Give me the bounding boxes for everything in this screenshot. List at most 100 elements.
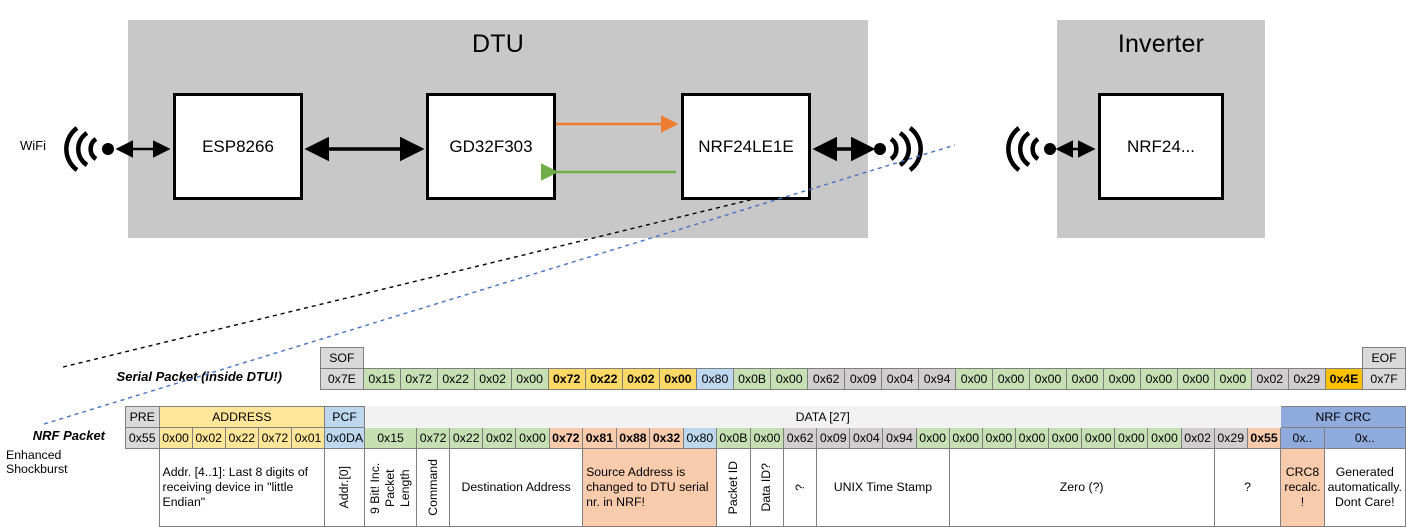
serial-byte-7: 0x02 <box>621 368 660 390</box>
chip-gd32f303[interactable]: GD32F303 <box>426 93 556 200</box>
serial-byte-5: 0x72 <box>547 368 586 390</box>
nrf-byte-17: 0x00 <box>948 427 983 449</box>
nrf-pre-header: PRE <box>125 406 160 428</box>
chip-esp8266-label: ESP8266 <box>202 136 274 156</box>
serial-eof-header: EOF <box>1362 347 1406 369</box>
nrf-byte-21: 0x00 <box>1081 427 1116 449</box>
nrf-byte-11: 0x00 <box>749 427 785 449</box>
annotation-8: ? <box>783 448 818 527</box>
chip-nrf24le1e[interactable]: NRF24LE1E <box>681 93 811 200</box>
nrf-byte-25: 0x29 <box>1213 427 1248 449</box>
serial-byte-13: 0x09 <box>844 368 883 390</box>
serial-byte-4: 0x00 <box>510 368 549 390</box>
nrf-byte-23: 0x00 <box>1147 427 1182 449</box>
nrf-packet-row-label: NRF Packet <box>32 428 105 443</box>
chip-nrf24le1e-label: NRF24LE1E <box>698 136 794 156</box>
nrf-byte-2: 0x22 <box>449 427 484 449</box>
nrf-byte-7: 0x88 <box>615 427 651 449</box>
nrf-byte-9: 0x80 <box>682 427 717 449</box>
nrf-byte-3: 0x02 <box>482 427 517 449</box>
annotation-text: ? <box>792 484 807 491</box>
annotation-11: ? <box>1213 448 1282 527</box>
serial-header-row: SOF EOF <box>320 347 1406 369</box>
annotation-2: 9 Bit! Inc. Packet Length <box>364 448 418 527</box>
serial-header-spacer <box>363 348 1362 369</box>
nrf-address-byte-1: 0x02 <box>191 427 226 449</box>
annotation-6: Packet ID <box>715 448 751 527</box>
serial-byte-21: 0x00 <box>1139 368 1178 390</box>
annotation-text: Addr.[0] <box>337 466 352 509</box>
nrf-crc-header: NRF CRC <box>1280 406 1406 428</box>
nrf-byte-16: 0x00 <box>915 427 950 449</box>
serial-byte-11: 0x00 <box>770 368 809 390</box>
nrf-byte-20: 0x00 <box>1048 427 1083 449</box>
nrf-address-byte-4: 0x01 <box>290 427 326 449</box>
nrf-byte-13: 0x09 <box>816 427 851 449</box>
serial-byte-9: 0x80 <box>696 368 734 390</box>
annotation-5: Source Address is changed to DTU serial … <box>582 448 717 527</box>
serial-byte-18: 0x00 <box>1029 368 1067 390</box>
chip-nrf24[interactable]: NRF24... <box>1098 93 1224 200</box>
annotation-7: Data ID? <box>749 448 785 527</box>
annotation-text: Command <box>425 459 440 516</box>
annotation-text: Data ID? <box>759 463 774 512</box>
nrf-data-header: DATA [27] <box>364 406 1282 428</box>
serial-byte-16: 0x00 <box>955 368 994 390</box>
annotation-3: Command <box>416 448 451 527</box>
annotation-9: UNIX Time Stamp <box>816 448 950 527</box>
serial-byte-15: 0x94 <box>918 368 957 390</box>
nrf-annotation-spacer <box>126 449 160 527</box>
nrf-byte-14: 0x04 <box>849 427 884 449</box>
serial-byte-17: 0x00 <box>992 368 1031 390</box>
nrf-byte-1: 0x72 <box>416 427 451 449</box>
serial-byte-1: 0x72 <box>399 368 438 390</box>
annotation-text: 9 Bit! Inc. Packet Length <box>368 461 413 514</box>
chip-gd32f303-label: GD32F303 <box>449 136 533 156</box>
nrf-crc-byte-0: 0x.. <box>1280 427 1325 449</box>
annotation-12: CRC8 recalc. ! <box>1280 448 1325 527</box>
serial-byte-19: 0x00 <box>1066 368 1104 390</box>
serial-byte-12: 0x62 <box>807 368 846 390</box>
nrf-address-byte-3: 0x72 <box>257 427 293 449</box>
block-diagram: DTU ESP8266 GD32F303 NRF24LE1E Inverter … <box>20 20 1265 238</box>
nrf-packet-sub-label: Enhanced Shockburst <box>6 448 68 476</box>
serial-byte-0: 0x15 <box>362 368 401 390</box>
nrf-byte-15: 0x94 <box>882 427 917 449</box>
nrf-byte-18: 0x00 <box>981 427 1016 449</box>
serial-eof-value: 0x7F <box>1362 368 1406 390</box>
annotation-13: Generated automatically. Dont Care! <box>1323 448 1406 527</box>
annotation-10: Zero (?) <box>948 448 1215 527</box>
serial-byte-6: 0x22 <box>584 368 623 390</box>
nrf-byte-6: 0x81 <box>582 427 617 449</box>
nrf-byte-8: 0x32 <box>649 427 684 449</box>
serial-byte-26: 0x4E <box>1324 368 1364 390</box>
serial-byte-10: 0x0B <box>732 368 772 390</box>
serial-sof-header: SOF <box>320 347 364 369</box>
nrf-pcf-value: 0x0DA <box>324 427 366 449</box>
wifi-label: WiFi <box>20 138 46 153</box>
serial-byte-24: 0x02 <box>1250 368 1289 390</box>
nrf-address-byte-2: 0x22 <box>224 427 259 449</box>
annotation-0: Addr. [4..1]: Last 8 digits of receiving… <box>158 448 326 527</box>
serial-byte-20: 0x00 <box>1102 368 1141 390</box>
nrf-byte-4: 0x00 <box>515 427 550 449</box>
nrf-byte-19: 0x00 <box>1014 427 1050 449</box>
inverter-title: Inverter <box>1117 30 1205 58</box>
serial-byte-25: 0x29 <box>1287 368 1326 390</box>
nrf-byte-10: 0x0B <box>715 427 751 449</box>
dtu-title: DTU <box>472 30 524 58</box>
nrf-pre-value: 0x55 <box>125 427 160 449</box>
serial-byte-3: 0x02 <box>473 368 512 390</box>
serial-packet-row-label: Serial Packet (inside DTU!) <box>116 369 282 384</box>
nrf-byte-12: 0x62 <box>783 427 818 449</box>
nrf-byte-0: 0x15 <box>364 427 418 449</box>
serial-byte-23: 0x00 <box>1213 368 1252 390</box>
inverter-enclosure: Inverter <box>1057 20 1265 238</box>
chip-esp8266[interactable]: ESP8266 <box>173 93 303 200</box>
serial-byte-14: 0x04 <box>881 368 920 390</box>
nrf-byte-26: 0x55 <box>1246 427 1282 449</box>
